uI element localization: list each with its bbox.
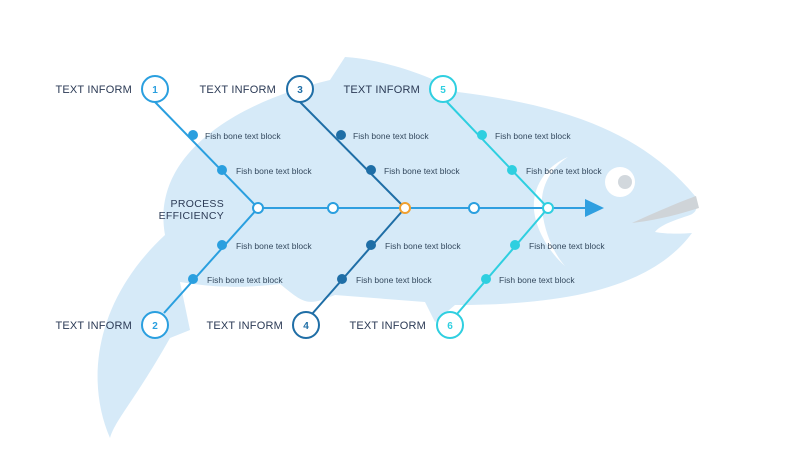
cause-label: TEXT INFORM	[55, 320, 132, 332]
cause-number: 1	[152, 85, 158, 96]
spine-nodes	[252, 202, 554, 214]
cause-1: 1 TEXT INFORM Fish bone text block Fish …	[55, 75, 312, 176]
sub-cause-label: Fish bone text block	[207, 275, 283, 285]
eye-icon	[605, 167, 635, 197]
sub-cause-label: Fish bone text block	[385, 241, 461, 251]
cause-number-circle	[141, 75, 169, 103]
sub-cause-label: Fish bone text block	[356, 275, 432, 285]
cause-number-circle	[292, 311, 320, 339]
cause-3: 3 TEXT INFORM Fish bone text block Fish …	[199, 75, 460, 176]
effect-line-2: EFFICIENCY	[159, 210, 224, 222]
bone-5	[446, 101, 549, 209]
sub-cause-dot	[477, 130, 487, 140]
sub-cause-dot	[366, 240, 376, 250]
cause-number-circle	[429, 75, 457, 103]
gill-white	[533, 157, 568, 266]
spine	[258, 199, 604, 217]
bone-1	[154, 101, 259, 209]
bone-2	[163, 207, 259, 314]
fish-body	[97, 57, 697, 438]
cause-number-circle	[141, 311, 169, 339]
cause-label: TEXT INFORM	[55, 84, 132, 96]
sub-cause-label: Fish bone text block	[236, 166, 312, 176]
sub-cause-dot	[366, 165, 376, 175]
effect-line-1: PROCESS	[171, 198, 224, 210]
cause-label: TEXT INFORM	[343, 84, 420, 96]
sub-cause-dot	[217, 165, 227, 175]
cause-number: 6	[447, 321, 453, 332]
sub-cause-label: Fish bone text block	[526, 166, 602, 176]
cause-number-circle	[436, 311, 464, 339]
sub-cause-label: Fish bone text block	[499, 275, 575, 285]
cause-6: 6 TEXT INFORM Fish bone text block Fish …	[349, 240, 605, 339]
sub-cause-dot	[336, 130, 346, 140]
sub-cause-dot	[481, 274, 491, 284]
spine-arrowhead	[585, 199, 604, 217]
cause-number: 5	[440, 85, 446, 96]
cause-4: 4 TEXT INFORM Fish bone text block Fish …	[206, 240, 461, 339]
sub-cause-dot	[337, 274, 347, 284]
sub-cause-dot	[507, 165, 517, 175]
effect-label: PROCESS EFFICIENCY	[159, 198, 224, 222]
cause-number-circle	[286, 75, 314, 103]
sub-cause-label: Fish bone text block	[353, 131, 429, 141]
mouth-shape	[632, 196, 699, 223]
sub-cause-dot	[188, 274, 198, 284]
cause-2: 2 TEXT INFORM Fish bone text block Fish …	[55, 240, 312, 339]
cause-label: TEXT INFORM	[206, 320, 283, 332]
cause-number: 4	[303, 321, 309, 332]
sub-cause-dot	[188, 130, 198, 140]
sub-cause-label: Fish bone text block	[236, 241, 312, 251]
bone-6	[456, 207, 549, 315]
bone-4	[311, 207, 406, 315]
spine-node	[468, 202, 480, 214]
cause-5: 5 TEXT INFORM Fish bone text block Fish …	[343, 75, 602, 176]
cause-number: 2	[152, 321, 158, 332]
cause-label: TEXT INFORM	[199, 84, 276, 96]
fish-silhouette	[97, 57, 699, 438]
spine-node	[252, 202, 264, 214]
sub-cause-label: Fish bone text block	[384, 166, 460, 176]
sub-cause-dot	[510, 240, 520, 250]
spine-node	[542, 202, 554, 214]
sub-cause-label: Fish bone text block	[495, 131, 571, 141]
sub-cause-dot	[217, 240, 227, 250]
cause-label: TEXT INFORM	[349, 320, 426, 332]
spine-node-center	[399, 202, 411, 214]
cause-number: 3	[297, 85, 303, 96]
spine-node	[327, 202, 339, 214]
sub-cause-label: Fish bone text block	[205, 131, 281, 141]
bone-3	[299, 101, 406, 209]
bones	[154, 101, 549, 315]
sub-cause-label: Fish bone text block	[529, 241, 605, 251]
